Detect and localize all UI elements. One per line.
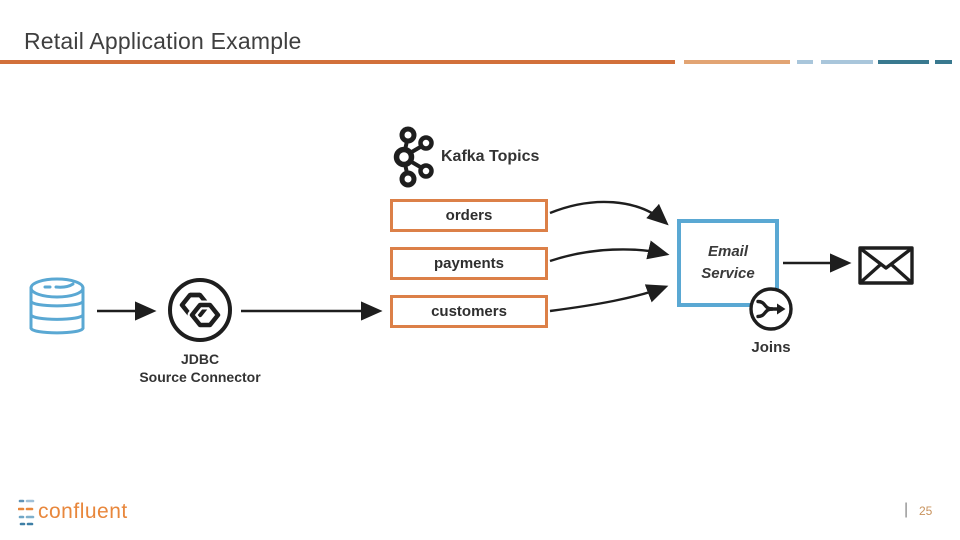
header-rule-teal-small	[935, 60, 952, 64]
header-rule-teal	[878, 60, 929, 64]
email-service-box: Email Service	[677, 219, 779, 307]
page-divider: |	[904, 501, 909, 518]
topic-box-orders: orders	[390, 199, 548, 232]
arrow-orders-to-service	[549, 200, 669, 226]
connector-label-line2: Source Connector	[139, 369, 261, 386]
topic-box-payments: payments	[390, 247, 548, 280]
kafka-topics-label: Kafka Topics	[441, 148, 540, 165]
header-rule-main	[0, 60, 675, 64]
confluent-logo-mark-icon	[18, 499, 35, 526]
confluent-wordmark: confluent	[38, 500, 128, 523]
arrow-payments-to-service	[549, 240, 670, 263]
email-service-line1: Email	[707, 243, 749, 261]
connector-label-line1: JDBC	[180, 351, 220, 367]
joins-label: Joins	[751, 339, 791, 356]
connector-label: JDBC Source Connector	[110, 350, 290, 387]
connect-circle-icon	[168, 278, 232, 342]
topic-box-customers: customers	[390, 295, 548, 328]
email-service-line2: Service	[701, 265, 755, 282]
header-rule-blue	[821, 60, 873, 64]
confluent-logo: confluent	[18, 498, 128, 526]
database-icon	[29, 277, 85, 335]
arrow-customers-to-service	[549, 284, 669, 313]
header-rule-orange-light	[684, 60, 790, 64]
page-number: 25	[919, 504, 933, 518]
page-title: Retail Application Example	[24, 28, 302, 54]
join-merge-icon	[749, 287, 793, 331]
envelope-icon	[858, 246, 914, 285]
kafka-logo-icon	[393, 126, 434, 188]
topic-label: orders	[445, 207, 493, 224]
topic-label: payments	[433, 255, 505, 272]
header-rule-blue-small	[797, 60, 813, 64]
topic-label: customers	[431, 303, 507, 320]
